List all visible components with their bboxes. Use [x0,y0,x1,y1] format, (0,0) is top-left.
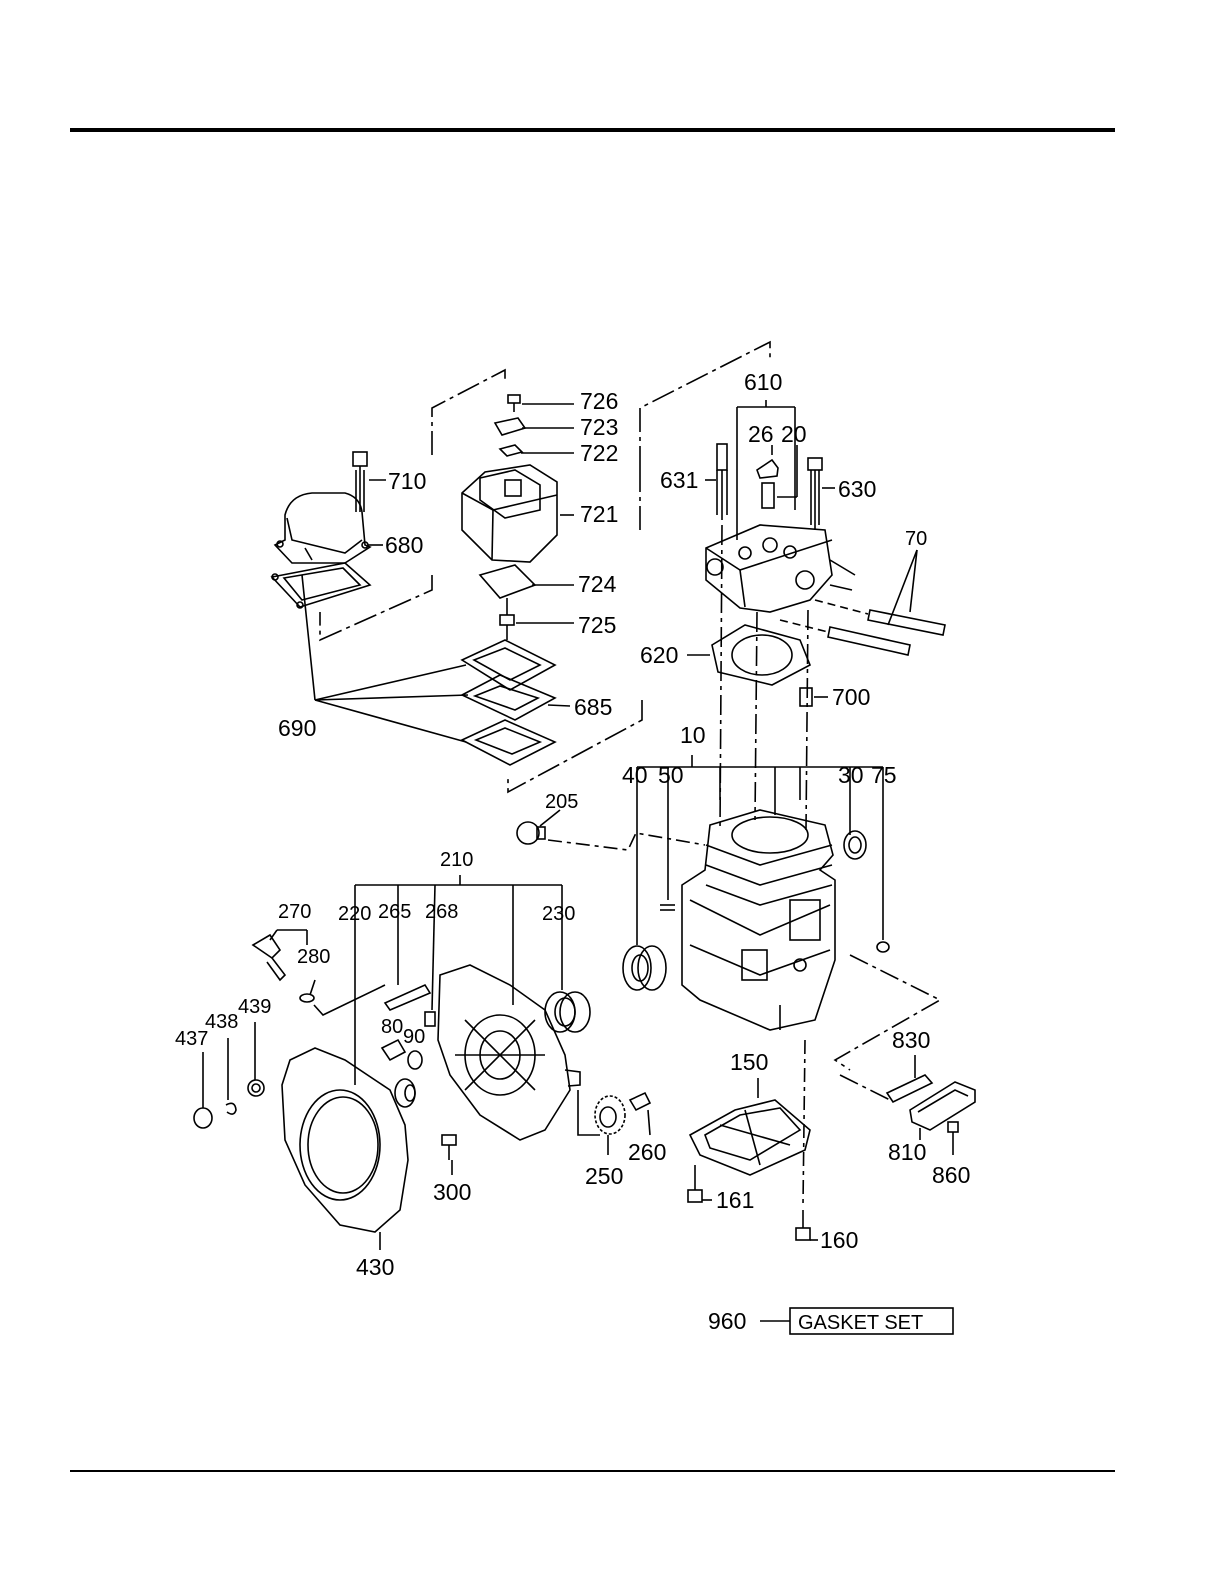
head-gasket-620 [687,625,810,685]
screw-860 [948,1122,958,1155]
cover-plate-150 [690,1078,810,1175]
clip-438 [226,1038,236,1114]
label-220: 220 [338,903,371,925]
label-160: 160 [820,1227,858,1253]
label-685: 685 [574,694,612,720]
plug-75 [877,942,889,952]
label-230: 230 [542,903,575,925]
label-700: 700 [832,684,870,710]
label-265: 265 [378,901,411,923]
label-268: 268 [425,901,458,923]
label-270: 270 [278,901,311,923]
label-690: 690 [278,715,316,741]
label-860: 860 [932,1162,970,1188]
label-150: 150 [730,1049,768,1075]
label-205: 205 [545,791,578,813]
label-438: 438 [205,1011,238,1033]
dowel-700 [800,688,828,706]
alignment-lines [720,525,808,830]
label-725: 725 [578,612,616,638]
label-721: 721 [580,501,618,527]
label-610: 610 [744,369,782,395]
label-300: 300 [433,1179,471,1205]
gasket-724 [480,565,574,615]
label-250: 250 [585,1163,623,1189]
bolt-631 [705,444,727,520]
gasket-stack-685 [462,640,570,765]
oil-seal-30 [844,831,866,859]
bearing-40 [623,946,666,990]
gasket-set-label: GASKET SET [798,1312,923,1334]
label-810: 810 [888,1139,926,1165]
label-20: 20 [781,421,807,447]
o-ring-280 [300,980,385,1015]
label-430: 430 [356,1254,394,1280]
label-437: 437 [175,1028,208,1050]
label-726: 726 [580,388,618,414]
label-210: 210 [440,849,473,871]
plate-722 [500,445,574,456]
bolt-300 [442,1135,456,1175]
bolt-725 [500,615,574,640]
mounting-flange-430 [282,1048,408,1250]
label-830: 830 [892,1027,930,1053]
label-90: 90 [403,1026,425,1048]
label-960: 960 [708,1308,746,1334]
label-70: 70 [905,528,927,550]
valve-seal-26 [757,460,778,478]
bolt-161 [688,1165,712,1202]
label-80: 80 [381,1016,403,1038]
governor-shaft-260 [630,1093,650,1135]
screw-726 [508,395,574,412]
pin-268 [425,1012,435,1026]
label-620: 620 [640,642,678,668]
label-680: 680 [385,532,423,558]
label-439: 439 [238,996,271,1018]
gasket-830 [887,1055,932,1102]
label-630: 630 [838,476,876,502]
label-30: 30 [838,762,864,788]
governor-gear-250 [578,1090,625,1155]
label-161: 161 [716,1187,754,1213]
label-260: 260 [628,1139,666,1165]
crankcase-cover-210 [438,965,580,1140]
cylinder-head-610 [706,525,855,612]
label-631: 631 [660,467,698,493]
breather-cover-721 [462,465,574,562]
label-724: 724 [578,571,617,597]
crankcase-10 [682,810,835,1030]
plate-723 [495,418,574,435]
label-75: 75 [871,762,897,788]
label-10: 10 [680,722,706,748]
bolt-710 [353,452,386,545]
label-40: 40 [622,762,648,788]
breather-plate-810 [910,1082,975,1140]
label-723: 723 [580,414,618,440]
dowel-pin-50 [660,905,675,910]
nut-437 [194,1052,212,1128]
plug-205 [517,810,705,850]
gasket-upper-685 [272,563,370,608]
bolt-630 [808,458,835,530]
label-280: 280 [297,946,330,968]
label-710: 710 [388,468,426,494]
valve-guide-20 [762,483,774,508]
leader-690 [302,575,468,742]
washer-439 [248,1022,264,1096]
label-50: 50 [658,762,684,788]
oil-seal-220 [395,1079,415,1107]
label-722: 722 [580,440,618,466]
pin-265 [385,985,430,1010]
push-rods-70 [780,550,945,655]
label-26: 26 [748,421,774,447]
